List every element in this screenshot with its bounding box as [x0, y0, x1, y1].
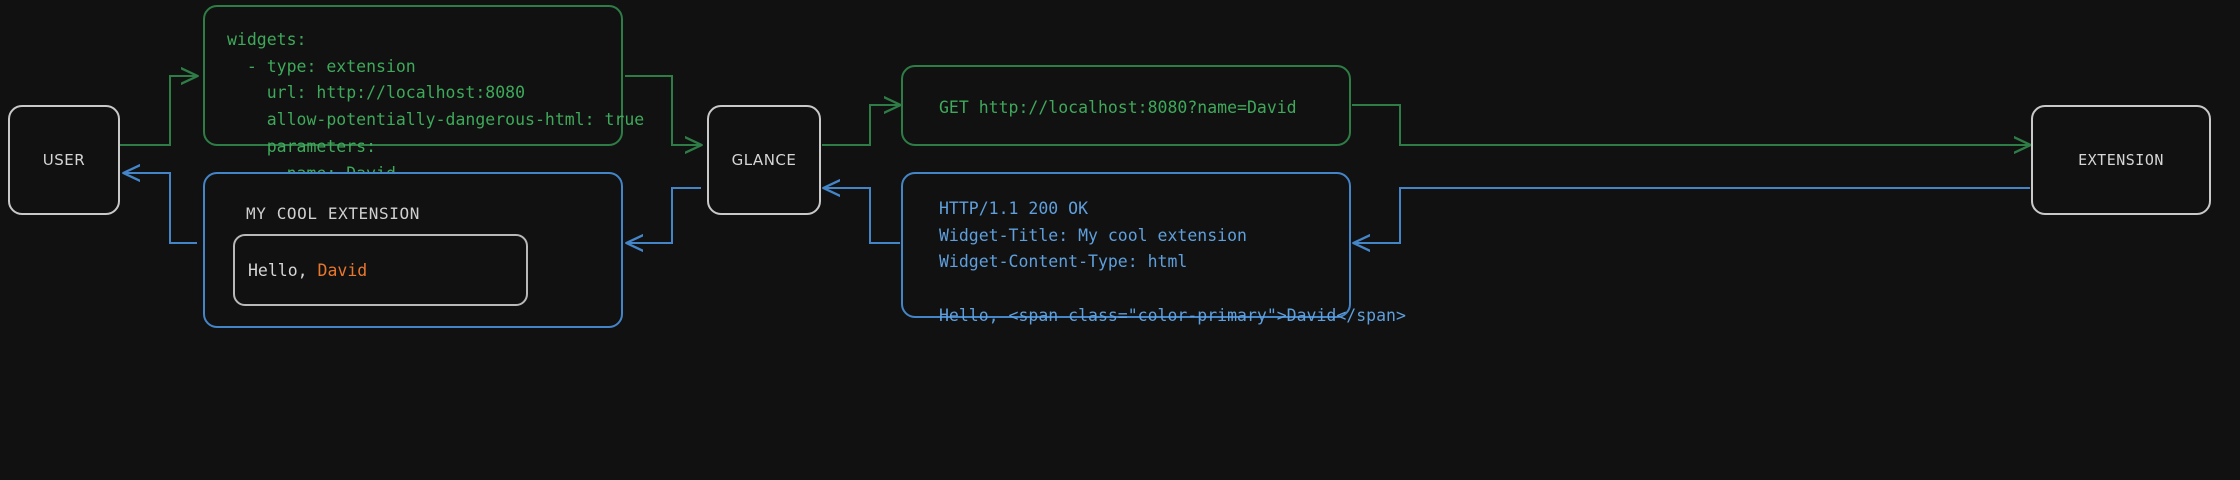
node-glance-label: GLANCE: [731, 151, 797, 169]
bubble-widget-config[interactable]: widgets: - type: extension url: http://l…: [203, 5, 644, 183]
config-yaml-text: widgets: - type: extension url: http://l…: [227, 30, 645, 183]
bubble-rendered-widget[interactable]: MY COOL EXTENSION Hello, David: [203, 172, 623, 328]
wire-user-to-config: [120, 76, 197, 146]
wire-request-to-extension: [1352, 104, 2030, 145]
node-glance[interactable]: GLANCE: [707, 105, 821, 215]
bubble-http-request[interactable]: GET http://localhost:8080?name=David: [901, 65, 1351, 146]
wire-glance-to-widget: [627, 187, 701, 243]
widget-title: MY COOL EXTENSION: [246, 204, 420, 223]
node-user[interactable]: USER: [8, 105, 120, 215]
http-request-text: GET http://localhost:8080?name=David: [939, 98, 1297, 117]
http-response-text: HTTP/1.1 200 OK Widget-Title: My cool ex…: [939, 199, 1406, 325]
wire-widget-to-user: [124, 173, 197, 244]
wire-glance-to-request: [822, 105, 900, 146]
bubble-http-response[interactable]: HTTP/1.1 200 OK Widget-Title: My cool ex…: [901, 172, 1406, 325]
widget-greeting-name: David: [317, 260, 368, 280]
wire-extension-to-response: [1354, 187, 2030, 243]
widget-greeting: Hello, David: [235, 261, 367, 280]
node-extension-label: EXTENSION: [2078, 151, 2164, 169]
node-user-label: USER: [42, 151, 86, 169]
node-extension[interactable]: EXTENSION: [2031, 105, 2211, 215]
widget-greeting-prefix: Hello,: [248, 260, 318, 280]
wire-response-to-glance: [824, 188, 900, 244]
widget-card[interactable]: Hello, David: [233, 234, 528, 306]
